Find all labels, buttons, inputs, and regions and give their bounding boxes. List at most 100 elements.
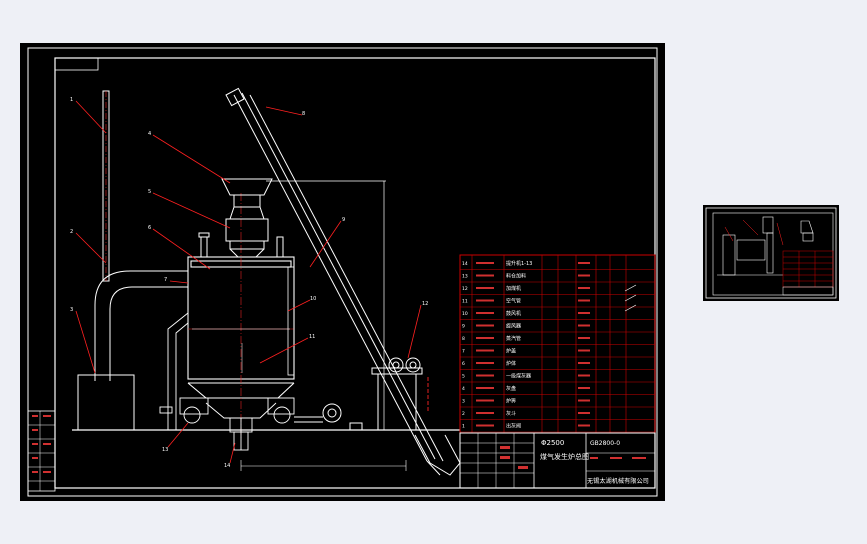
callout-label: 11 [309, 334, 315, 340]
bom-row-number: 10 [462, 311, 468, 317]
blower [294, 403, 363, 431]
callout-label: 4 [148, 131, 151, 137]
bom-row-number: 14 [462, 261, 468, 267]
callout-label: 6 [148, 225, 151, 231]
bom-row-number: 13 [462, 274, 468, 280]
bom-row-code-mark [476, 274, 494, 277]
callout-label: 10 [310, 296, 316, 302]
callout-label: 12 [422, 301, 428, 307]
bom-row-material-mark [578, 387, 590, 389]
bom-row-code-mark [476, 424, 494, 427]
callout-label: 2 [70, 229, 73, 235]
ash-pan [159, 397, 295, 451]
callout-label: 3 [70, 307, 73, 313]
bom-row-number: 4 [462, 386, 465, 392]
side-support [167, 312, 189, 430]
bom-row-name: 蒸汽管 [506, 335, 521, 342]
bom-row-code-mark [476, 324, 494, 327]
leader-lines [75, 100, 422, 464]
thumbnail-preview[interactable] [703, 205, 839, 301]
feed-hopper [198, 178, 284, 258]
bom-row-name: 料仓加料 [506, 273, 526, 280]
bom-row-number: 3 [462, 399, 465, 405]
bom-row-material-mark [578, 312, 590, 314]
bom-row-code-mark [476, 387, 494, 389]
revision-table [27, 410, 56, 492]
bom-row-number: 9 [462, 324, 465, 330]
drawing-number: GB2800-0 [590, 440, 620, 447]
coal-feeder [371, 357, 429, 430]
title-text-2: 煤气发生炉总图 [540, 452, 589, 461]
callout-label: 8 [302, 111, 305, 117]
bom-row-number: 8 [462, 336, 465, 342]
bom-row-code-mark [476, 362, 494, 364]
company-name: 无锡太湖机械有限公司 [587, 477, 649, 485]
height-dimension [266, 180, 386, 430]
bom-row-number: 1 [462, 424, 465, 430]
bom-row-name: 出灰阀 [506, 423, 521, 430]
bom-row-code-mark [476, 399, 494, 402]
bom-row-number: 5 [462, 374, 465, 380]
bom-row-material-mark [578, 424, 590, 427]
title-text-1: Φ2500 [541, 439, 564, 447]
bom-row-name: 鼓风机 [506, 310, 521, 317]
callout-label: 14 [224, 463, 230, 469]
bom-row-material-mark [578, 324, 590, 327]
bom-row-code-mark [476, 337, 494, 339]
bom-row-material-mark [578, 362, 590, 364]
bom-row-name: 灰盘 [506, 385, 516, 392]
bom-row-name: 一级煤灰器 [506, 373, 531, 380]
callout-labels: 1 2 3 4 5 6 7 8 9 10 11 12 13 14 [70, 97, 428, 469]
callout-label: 13 [162, 447, 168, 453]
bom-row-name: 旋风器 [506, 323, 521, 330]
callout-label: 5 [148, 189, 151, 195]
side-column [287, 266, 295, 376]
callout-label: 1 [70, 97, 73, 103]
bom-row-material-mark [578, 374, 590, 377]
bom-row-material-mark [578, 349, 590, 352]
bom-row-code-mark [476, 374, 494, 377]
water-seal-tank [77, 374, 135, 431]
bom-row-code-mark [476, 349, 494, 352]
bom-row-name: 加煤机 [506, 285, 521, 292]
gas-pipe [94, 270, 188, 381]
gasifier-body [187, 193, 295, 438]
title-block: Φ2500 煤气发生炉总图 GB2800-0 无锡太湖机械有限公司 [459, 432, 656, 489]
bom-row-material-mark [578, 299, 590, 302]
bom-row-number: 11 [462, 299, 468, 305]
bom-row-material-mark [578, 274, 590, 277]
chimney [102, 90, 110, 282]
bom-row-code-mark [476, 312, 494, 314]
bom-row-material-mark [578, 262, 590, 264]
bom-row-material-mark [578, 412, 590, 414]
bom-row-name: 空气管 [506, 298, 521, 305]
outer-border [27, 47, 658, 497]
thumbnail-drawing [705, 207, 837, 299]
bom-row-number: 6 [462, 361, 465, 367]
bom-row-code-mark [476, 412, 494, 414]
bom-row-name: 炉体 [506, 360, 516, 367]
elevator-conveyor [225, 87, 461, 476]
bom-row-name: 灰斗 [506, 410, 516, 417]
bom-row-name: 提升机1-13 [506, 260, 532, 267]
body-dimension [192, 328, 290, 373]
bottom-dimension [240, 460, 407, 471]
callout-label: 7 [164, 277, 167, 283]
bom-row-code-mark [476, 287, 494, 289]
bom-row-material-mark [578, 337, 590, 339]
cad-drawing: 1 2 3 4 5 6 7 8 9 10 11 12 13 14 14提升机1-… [27, 47, 658, 497]
bom-row-material-mark [578, 287, 590, 289]
bom-row-name: 炉箅 [506, 398, 516, 405]
bom-row-number: 7 [462, 349, 465, 355]
bom-row-material-mark [578, 399, 590, 402]
bom-row-code-mark [476, 299, 494, 302]
corner-tag [54, 57, 99, 71]
bom-row-name: 炉盖 [506, 348, 516, 355]
bom-row-code-mark [476, 262, 494, 264]
bom-row-number: 12 [462, 286, 468, 292]
bom-row-number: 2 [462, 411, 465, 417]
callout-label: 9 [342, 217, 345, 223]
